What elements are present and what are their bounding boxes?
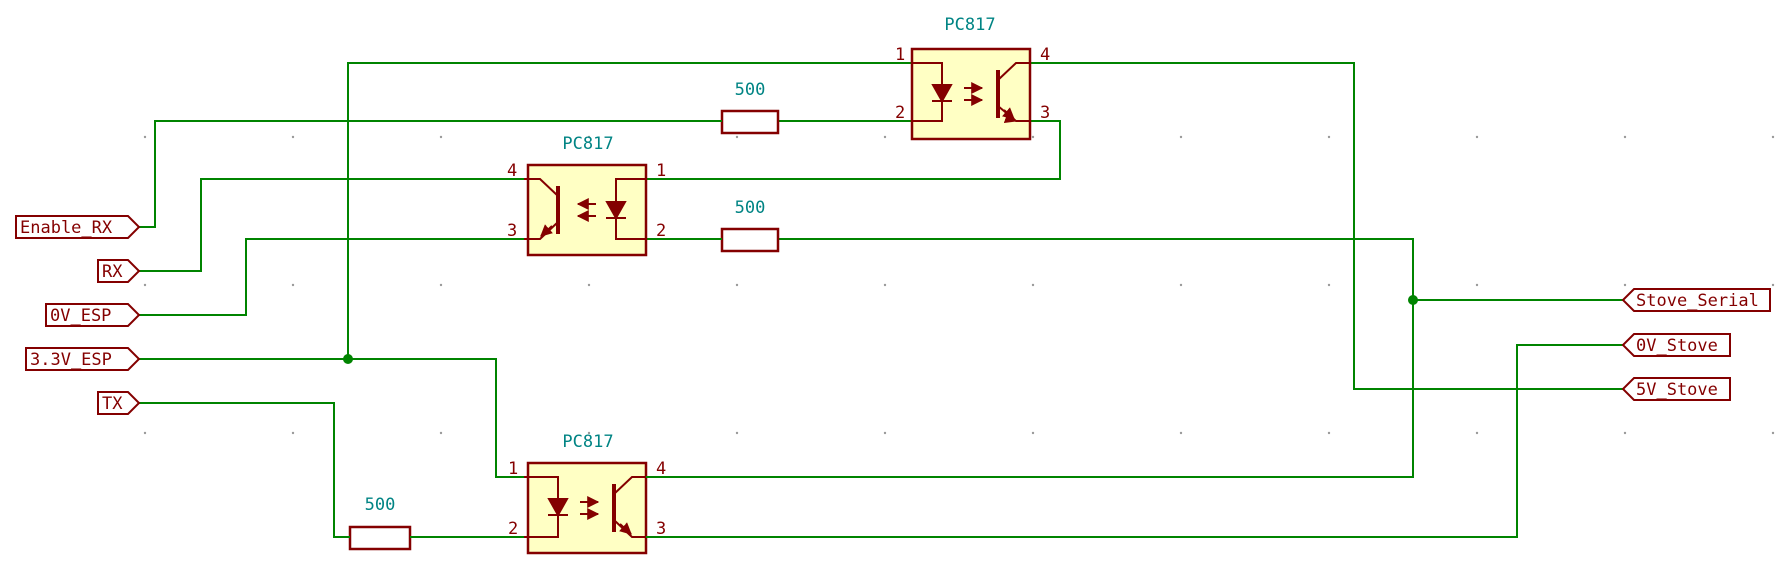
led-diode-icon <box>605 201 627 221</box>
label-enable-rx-text: Enable_RX <box>20 218 113 238</box>
grid-dot <box>143 283 147 287</box>
u3-value: PC817 <box>562 432 613 452</box>
wire-u2-pin1-u1-pin3 <box>646 120 1061 180</box>
grid-dot <box>1327 283 1331 287</box>
optocoupler-u2[interactable]: 1 2 3 4 PC817 <box>507 134 666 257</box>
grid-dot <box>883 135 887 139</box>
label-5v-stove[interactable]: 5V_Stove <box>1621 377 1731 401</box>
wire-3v3-vertical <box>347 62 912 359</box>
u1-pin-3: 3 <box>1040 103 1050 123</box>
grid-dot <box>735 135 739 139</box>
grid-dot <box>439 135 443 139</box>
grid-dot <box>143 431 147 435</box>
grid-dot <box>1179 135 1183 139</box>
label-tx[interactable]: TX <box>97 391 141 415</box>
resistor-r3-value: 500 <box>365 495 396 515</box>
label-rx-text: RX <box>102 262 123 282</box>
grid-dot <box>1771 135 1775 139</box>
grid-dot <box>1179 431 1183 435</box>
grid-dot <box>143 135 147 139</box>
grid-dot <box>1623 431 1627 435</box>
resistor-r2-value: 500 <box>735 198 766 218</box>
grid-dot <box>1771 431 1775 435</box>
wire-3v3-esp <box>139 358 524 478</box>
grid-dot <box>587 431 591 435</box>
grid-dot <box>1475 135 1479 139</box>
label-0v-stove-text: 0V_Stove <box>1636 336 1718 356</box>
u3-pin-3: 3 <box>656 519 666 539</box>
label-0v-esp[interactable]: 0V_ESP <box>45 303 141 327</box>
optocoupler-u1[interactable]: 1 2 3 4 PC817 <box>895 15 1050 141</box>
label-0v-stove[interactable]: 0V_Stove <box>1621 333 1731 357</box>
resistor-r1-value: 500 <box>735 80 766 100</box>
label-enable-rx[interactable]: Enable_RX <box>15 215 141 239</box>
wire-0v-esp <box>139 238 524 316</box>
grid-dot <box>1475 283 1479 287</box>
label-3v3-esp-text: 3.3V_ESP <box>30 350 112 370</box>
grid-dot <box>439 431 443 435</box>
grid-dot <box>291 135 295 139</box>
grid-dot <box>439 283 443 287</box>
wire-r2-stove-serial <box>676 238 1414 478</box>
u2-pin-3: 3 <box>507 221 517 241</box>
resistor-r2[interactable]: 500 <box>712 198 780 253</box>
wire-0v-stove <box>676 344 1623 538</box>
u3-pin-4: 4 <box>656 459 666 479</box>
u1-value: PC817 <box>944 15 995 35</box>
u3-pin-1: 1 <box>508 459 518 479</box>
grid-dot <box>735 283 739 287</box>
label-0v-esp-text: 0V_ESP <box>50 306 111 326</box>
grid-dot <box>883 283 887 287</box>
led-diode-icon <box>547 498 569 518</box>
wire-5v-stove <box>1030 62 1623 390</box>
grid-dot <box>1031 431 1035 435</box>
u2-pin-1: 1 <box>656 161 666 181</box>
junction-3v3 <box>343 354 353 364</box>
wire-tx <box>139 402 346 538</box>
grid-dot <box>587 135 591 139</box>
u2-pin-4: 4 <box>507 161 517 181</box>
grid-dot <box>735 431 739 435</box>
u2-value: PC817 <box>562 134 613 154</box>
u3-pin-2: 2 <box>508 519 518 539</box>
u1-pin-2: 2 <box>895 103 905 123</box>
u1-pin-4: 4 <box>1040 45 1050 65</box>
resistor-r1[interactable]: 500 <box>712 80 780 135</box>
label-rx[interactable]: RX <box>97 259 141 283</box>
grid-dots <box>143 135 1775 435</box>
grid-dot <box>1327 431 1331 435</box>
resistor-r3[interactable]: 500 <box>346 495 412 551</box>
grid-dot <box>291 283 295 287</box>
label-stove-serial[interactable]: Stove_Serial <box>1621 288 1771 312</box>
label-tx-text: TX <box>102 394 123 414</box>
pin-stubs <box>646 476 676 538</box>
u1-pin-1: 1 <box>895 45 905 65</box>
led-diode-icon <box>931 84 953 104</box>
u2-pin-2: 2 <box>656 221 666 241</box>
grid-dot <box>883 431 887 435</box>
grid-dot <box>587 283 591 287</box>
label-5v-stove-text: 5V_Stove <box>1636 380 1718 400</box>
grid-dot <box>1179 283 1183 287</box>
wires <box>139 62 1623 538</box>
junction-stove-serial <box>1408 295 1418 305</box>
optocoupler-u3[interactable]: 1 2 3 4 PC817 <box>508 432 666 555</box>
grid-dot <box>1031 135 1035 139</box>
grid-dot <box>1623 135 1627 139</box>
label-3v3-esp[interactable]: 3.3V_ESP <box>25 347 141 371</box>
grid-dot <box>1771 283 1775 287</box>
grid-dot <box>1623 283 1627 287</box>
wire-enable-rx <box>139 120 712 228</box>
grid-dot <box>291 431 295 435</box>
grid-dot <box>1327 135 1331 139</box>
grid-dot <box>1031 283 1035 287</box>
label-stove-serial-text: Stove_Serial <box>1636 291 1759 311</box>
grid-dot <box>1475 431 1479 435</box>
wire-rx <box>139 178 524 272</box>
